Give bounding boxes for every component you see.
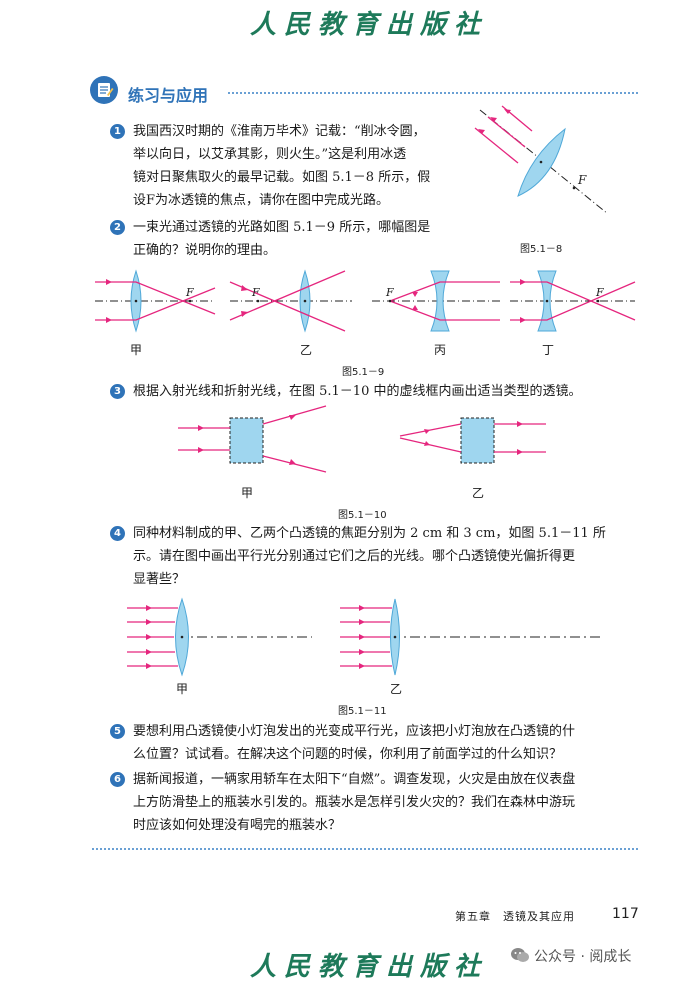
figure-5-1-9-focus-yi: F (251, 286, 260, 299)
publisher-header: 人民教育出版社 (250, 10, 489, 40)
question-number-3: 3 (110, 384, 125, 399)
figure-5-1-10-label-jia: 甲 (241, 486, 254, 500)
figure-5-1-10-caption: 图5.1－10 (338, 510, 387, 521)
figure-5-1-10-panel-jia (178, 405, 327, 473)
figure-5-1-9-label-ding: 丁 (542, 343, 555, 357)
figure-5-1-8-caption: 图5.1－8 (520, 244, 563, 255)
figure-5-1-9-panel-ding: F (510, 270, 636, 332)
section-divider (228, 92, 638, 94)
figure-5-1-11-panel-yi (340, 598, 602, 676)
page-number: 117 (612, 906, 639, 922)
figure-5-1-9-caption: 图5.1－9 (342, 367, 385, 378)
section-title: 练习与应用 (128, 86, 209, 105)
question-number-5: 5 (110, 724, 125, 739)
figure-5-1-11-panel-jia (127, 597, 312, 677)
section-end-divider (92, 848, 638, 850)
question-6-text: 据新闻报道，一辆家用轿车在太阳下“自燃”。调查发现，火灾是由放在仪表盘 上方防滑… (133, 772, 576, 833)
publisher-footer: 人民教育出版社 (250, 952, 489, 982)
figure-5-1-9-panel-bing: F (372, 270, 500, 332)
figure-5-1-11-caption: 图5.1－11 (338, 706, 387, 717)
question-number-6: 6 (110, 772, 125, 787)
question-number-4: 4 (110, 526, 125, 541)
question-3-text: 根据入射光线和折射光线，在图 5.1－10 中的虚线框内画出适当类型的透镜。 (133, 384, 582, 399)
question-2-text: 一束光通过透镜的光路如图 5.1－9 所示，哪幅图是 正确的？说明你的理由。 (133, 220, 431, 258)
figure-5-1-9-panel-jia: F (95, 269, 216, 333)
figure-5-1-10-panel-yi (399, 417, 546, 464)
figure-5-1-10 (178, 405, 546, 473)
figure-5-1-9-panel-yi: F (229, 269, 352, 333)
figure-5-1-9-focus-ding: F (595, 286, 604, 299)
figure-5-1-9-label-jia: 甲 (130, 343, 143, 357)
question-4-text: 同种材料制成的甲、乙两个凸透镜的焦距分别为 2 cm 和 3 cm，如图 5.1… (133, 526, 606, 587)
figure-5-1-9-label-bing: 丙 (434, 343, 447, 357)
figure-5-1-8-focus-label: F (577, 173, 587, 187)
figure-5-1-9-focus-jia: F (185, 286, 194, 299)
figure-5-1-11 (127, 597, 602, 677)
figure-5-1-9-focus-bing: F (385, 286, 394, 299)
question-number-1: 1 (110, 124, 125, 139)
watermark-text: 公众号 · 阅成长 (534, 949, 632, 965)
figure-5-1-11-label-yi: 乙 (390, 682, 403, 696)
question-number-2: 2 (110, 220, 125, 235)
figure-5-1-9-label-yi: 乙 (300, 343, 313, 357)
figure-5-1-9: F F F F (95, 269, 636, 333)
figure-5-1-10-label-yi: 乙 (472, 486, 485, 500)
figure-5-1-8: F (474, 105, 609, 215)
question-1-text: 我国西汉时期的《淮南万毕术》记载：“削冰令圆， 举以向日，以艾承其影，则火生。”… (133, 124, 431, 208)
question-5-text: 要想利用凸透镜使小灯泡发出的光变成平行光，应该把小灯泡放在凸透镜的什 么位置？试… (133, 724, 576, 762)
wechat-icon (510, 946, 530, 964)
footer-chapter: 第五章 透镜及其应用 (455, 910, 575, 923)
figure-5-1-11-label-jia: 甲 (176, 682, 189, 696)
section-icon (90, 76, 118, 104)
